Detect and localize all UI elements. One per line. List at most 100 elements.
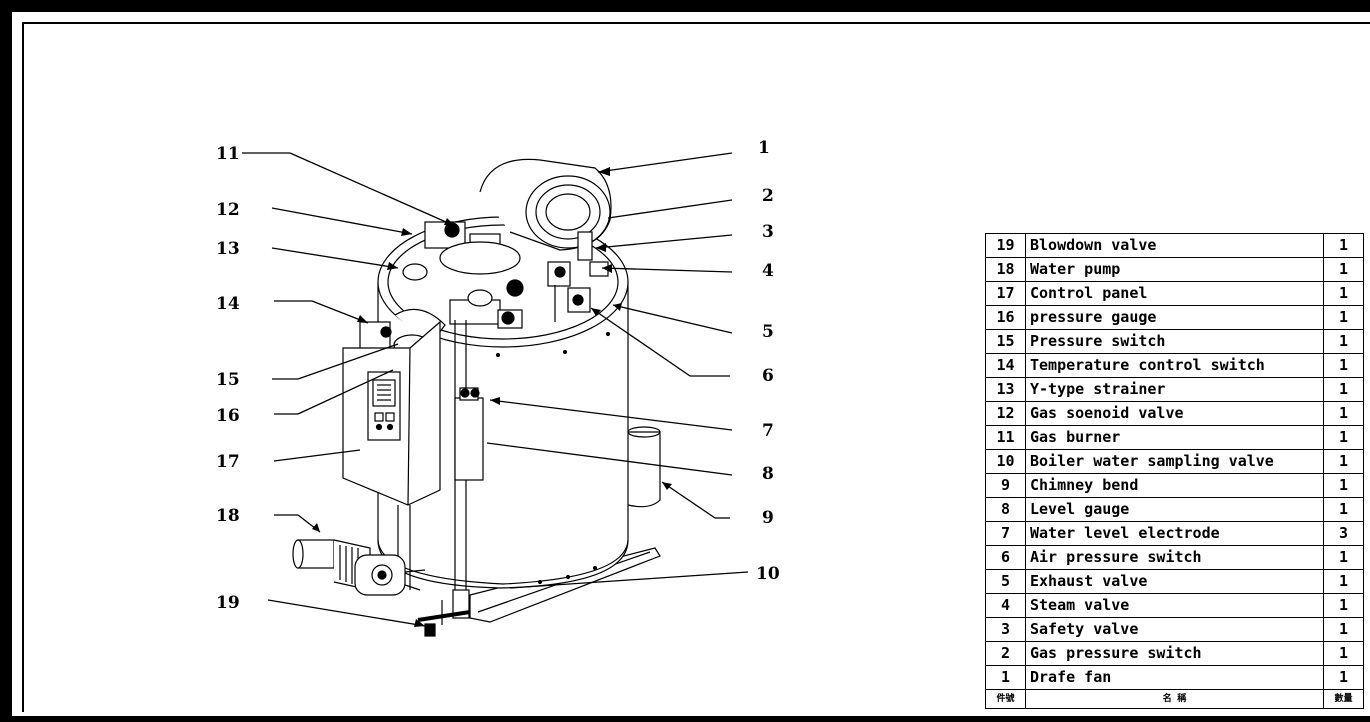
callout-3: 3 — [762, 222, 774, 242]
part-name: Chimney bend — [1025, 473, 1324, 498]
callout-14: 14 — [216, 294, 240, 314]
part-number: 19 — [985, 233, 1026, 258]
callout-11: 11 — [216, 144, 240, 164]
callout-17: 17 — [216, 452, 240, 472]
part-name: Level gauge — [1025, 497, 1324, 522]
part-quantity: 1 — [1323, 305, 1364, 330]
callout-16: 16 — [216, 406, 240, 426]
part-number: 7 — [985, 521, 1026, 546]
part-number: 17 — [985, 281, 1026, 306]
part-quantity: 3 — [1323, 521, 1364, 546]
part-name: Air pressure switch — [1025, 545, 1324, 570]
part-name: Exhaust valve — [1025, 569, 1324, 594]
part-number: 4 — [985, 593, 1026, 618]
control-panel — [342, 308, 446, 590]
part-quantity: 1 — [1323, 401, 1364, 426]
callout-7: 7 — [762, 421, 774, 441]
callout-18: 18 — [216, 506, 240, 526]
part-quantity: 1 — [1323, 233, 1364, 258]
callout-1: 1 — [758, 138, 770, 158]
part-number: 2 — [985, 641, 1026, 666]
part-quantity: 1 — [1323, 449, 1364, 474]
part-number: 12 — [985, 401, 1026, 426]
part-quantity: 1 — [1323, 377, 1364, 402]
leader-lines — [242, 152, 749, 627]
draft-fan — [479, 158, 612, 261]
header-quantity: 數量 — [1323, 689, 1364, 709]
part-quantity: 1 — [1323, 569, 1364, 594]
part-number: 16 — [985, 305, 1026, 330]
part-quantity: 1 — [1323, 353, 1364, 378]
part-name: Temperature control switch — [1025, 353, 1324, 378]
blowdown-valve — [417, 600, 471, 637]
part-quantity: 1 — [1323, 617, 1364, 642]
part-name: pressure gauge — [1025, 305, 1324, 330]
part-quantity: 1 — [1323, 329, 1364, 354]
header-part-number: 件號 — [985, 689, 1026, 709]
header-part-name: 名 稱 — [1025, 689, 1324, 709]
callout-4: 4 — [762, 261, 774, 281]
part-quantity: 1 — [1323, 497, 1364, 522]
part-number: 11 — [985, 425, 1026, 450]
part-number: 14 — [985, 353, 1026, 378]
part-number: 1 — [985, 665, 1026, 690]
part-number: 9 — [985, 473, 1026, 498]
part-name: Water pump — [1025, 257, 1324, 282]
callout-2: 2 — [762, 186, 774, 206]
part-name: Blowdown valve — [1025, 233, 1324, 258]
chimney-bend — [627, 426, 661, 508]
table-header-row: 件號名 稱數量 — [985, 689, 1364, 709]
part-name: Y-type strainer — [1025, 377, 1324, 402]
part-name: Steam valve — [1025, 593, 1324, 618]
part-name: Water level electrode — [1025, 521, 1324, 546]
part-name: Gas soenoid valve — [1025, 401, 1324, 426]
top-fittings — [402, 221, 609, 329]
part-quantity: 1 — [1323, 545, 1364, 570]
part-number: 18 — [985, 257, 1026, 282]
part-name: Boiler water sampling valve — [1025, 449, 1324, 474]
part-number: 5 — [985, 569, 1026, 594]
drawing-frame-inner — [22, 22, 1370, 712]
part-quantity: 1 — [1323, 473, 1364, 498]
callout-15: 15 — [216, 370, 240, 390]
part-number: 15 — [985, 329, 1026, 354]
part-name: Safety valve — [1025, 617, 1324, 642]
leader-arrowheads — [312, 167, 672, 627]
part-number: 3 — [985, 617, 1026, 642]
part-name: Gas pressure switch — [1025, 641, 1324, 666]
part-quantity: 1 — [1323, 641, 1364, 666]
callout-12: 12 — [216, 200, 240, 220]
part-name: Pressure switch — [1025, 329, 1324, 354]
part-name: Gas burner — [1025, 425, 1324, 450]
callout-9: 9 — [762, 508, 774, 528]
part-quantity: 1 — [1323, 593, 1364, 618]
part-number: 8 — [985, 497, 1026, 522]
part-quantity: 1 — [1323, 425, 1364, 450]
callout-5: 5 — [762, 322, 774, 342]
part-number: 10 — [985, 449, 1026, 474]
callout-8: 8 — [762, 464, 774, 484]
part-name: Control panel — [1025, 281, 1324, 306]
part-number: 6 — [985, 545, 1026, 570]
callout-13: 13 — [216, 239, 240, 259]
level-gauge — [452, 320, 484, 619]
callout-10: 10 — [756, 564, 780, 584]
